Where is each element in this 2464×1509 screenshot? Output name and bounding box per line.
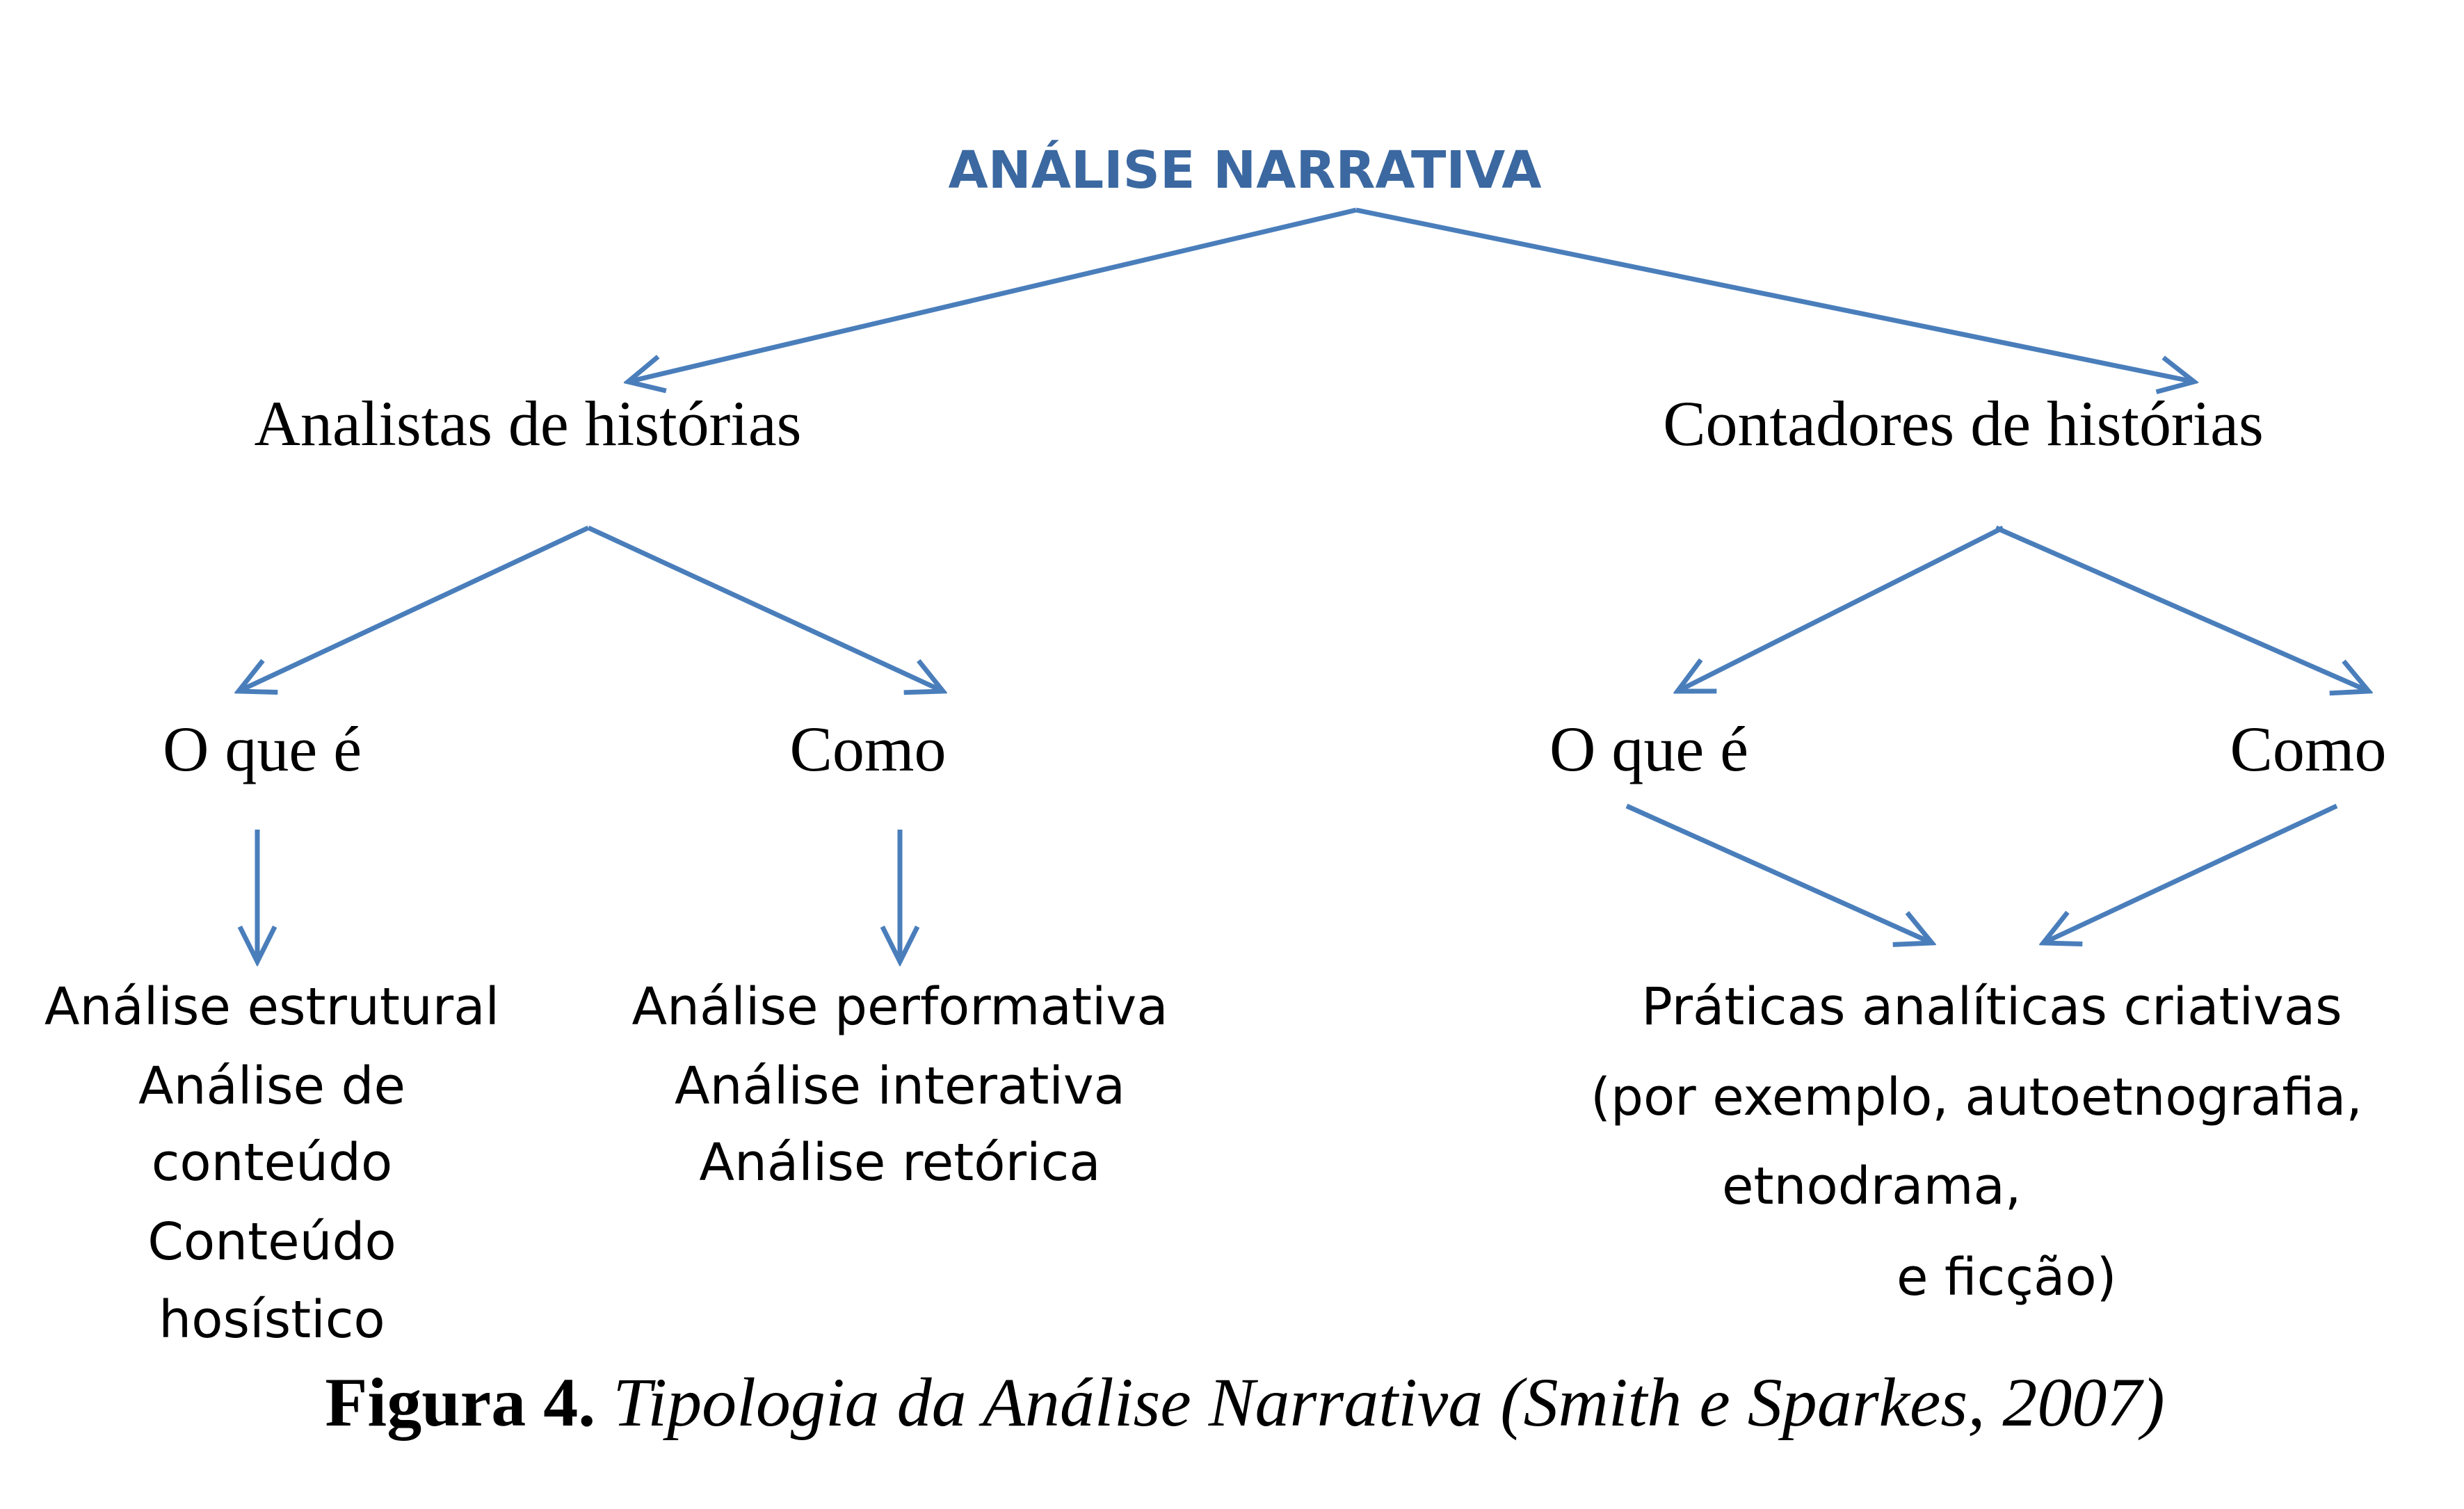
list-item: hosístico <box>159 1290 385 1350</box>
arrow-right-what-to-list <box>1625 803 1932 943</box>
list-item: Conteúdo <box>147 1212 396 1272</box>
list-item: Análise de <box>138 1056 405 1116</box>
list-item: Práticas analíticas criativas <box>1641 977 2342 1037</box>
list-item: Análise estrutural <box>45 977 499 1037</box>
caption-label: Figura 4. <box>325 1364 595 1441</box>
node-analysts: Analistas de histórias <box>255 388 802 459</box>
list-right: Práticas analíticas criativas (por exemp… <box>1591 977 2362 1307</box>
arrow-storytellers-to-how <box>1995 525 2369 691</box>
node-right-what: O que é <box>1549 713 1748 784</box>
arrow-title-to-analysts <box>628 207 1357 382</box>
list-left-what: Análise estrutural Análise de conteúdo C… <box>45 977 499 1350</box>
node-left-what: O que é <box>163 713 362 784</box>
list-item: (por exemplo, autoetnografia, <box>1591 1067 2362 1127</box>
caption-text: Tipologia da Análise Narrativa (Smith e … <box>595 1364 2164 1441</box>
diagram-title: ANÁLISE NARRATIVA <box>949 139 1542 200</box>
list-item: Análise performativa <box>631 977 1168 1037</box>
node-storytellers: Contadores de histórias <box>1663 388 2264 459</box>
list-left-how: Análise performativa Análise interativa … <box>631 977 1168 1193</box>
list-item: etnodrama, <box>1722 1156 2021 1216</box>
arrow-right-how-to-list <box>2043 803 2338 943</box>
list-item: Análise interativa <box>675 1056 1125 1116</box>
list-item: e ficção) <box>1897 1248 2117 1307</box>
arrow-title-to-storytellers <box>1355 207 2194 382</box>
node-left-how: Como <box>790 713 947 784</box>
list-item: conteúdo <box>152 1133 393 1193</box>
arrow-analysts-to-what <box>239 525 590 691</box>
node-right-how: Como <box>2230 713 2387 784</box>
arrow-storytellers-to-what <box>1677 525 2004 691</box>
figure-caption: Figura 4. Tipologia da Análise Narrativa… <box>325 1364 2164 1441</box>
list-item: Análise retórica <box>699 1133 1100 1193</box>
arrows <box>239 207 2369 962</box>
arrow-analysts-to-how <box>587 525 943 691</box>
